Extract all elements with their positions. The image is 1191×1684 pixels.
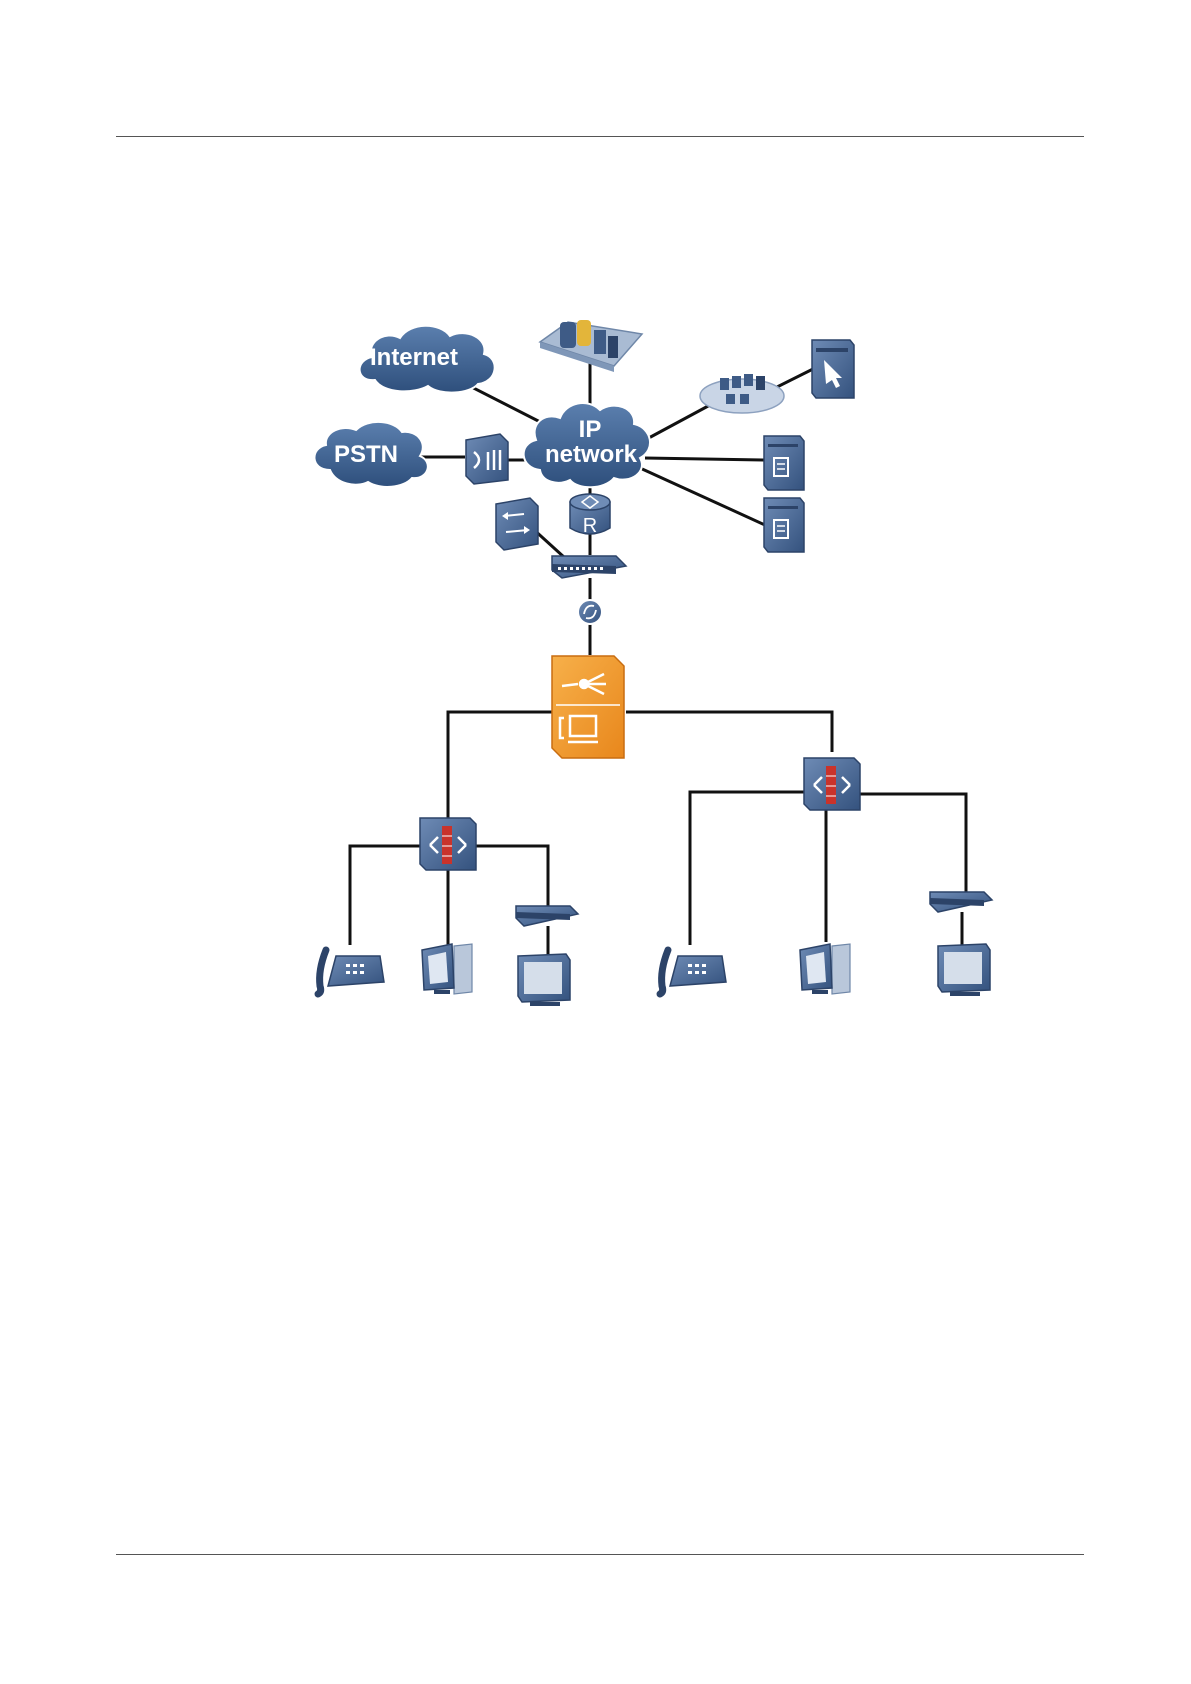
- layer3-switch-icon: [496, 498, 538, 550]
- ivs-server-icon: [552, 656, 624, 758]
- pc-left-icon: [422, 944, 472, 994]
- link-rfw-phone: [690, 792, 804, 945]
- link-rfw-encoder: [855, 794, 966, 896]
- link-ip-server2: [640, 468, 765, 525]
- access-switch-icon: [552, 556, 626, 578]
- server-cluster-icon: [700, 374, 784, 413]
- link-lfw-phone: [350, 846, 420, 945]
- transceiver-icon: [578, 600, 602, 624]
- network-label: network: [545, 441, 638, 468]
- encoder-left-icon: [516, 906, 578, 926]
- link-ivs-left-firewall: [448, 712, 553, 818]
- monitor-right-icon: [938, 944, 990, 996]
- link-cluster-management: [775, 368, 815, 388]
- ip-phone-left-icon: [318, 950, 384, 994]
- server-1-icon: [764, 436, 804, 490]
- encoder-right-icon: [930, 892, 992, 912]
- server-2-icon: [764, 498, 804, 552]
- firewall-right-icon: [804, 758, 860, 810]
- ip-label: IP: [579, 416, 602, 443]
- ip-phone-right-icon: [660, 950, 726, 994]
- management-server-icon: [812, 340, 854, 398]
- pc-right-icon: [800, 944, 850, 994]
- link-ip-server1: [645, 458, 765, 460]
- link-ip-server-cluster: [645, 405, 710, 440]
- firewall-left-icon: [420, 818, 476, 870]
- voice-gateway-icon: [466, 434, 508, 484]
- router-icon: R: [570, 494, 610, 537]
- internet-cloud: Internet: [360, 326, 495, 393]
- pstn-label: PSTN: [334, 441, 398, 468]
- storage-platform-icon: [540, 320, 642, 372]
- pstn-cloud: PSTN: [314, 422, 427, 487]
- link-lfw-encoder: [476, 846, 548, 910]
- link-ivs-right-firewall: [626, 712, 832, 752]
- monitor-left-icon: [518, 954, 570, 1006]
- internet-label: Internet: [370, 344, 458, 371]
- ip-network-cloud: IP network: [524, 403, 650, 487]
- router-letter: R: [583, 515, 597, 537]
